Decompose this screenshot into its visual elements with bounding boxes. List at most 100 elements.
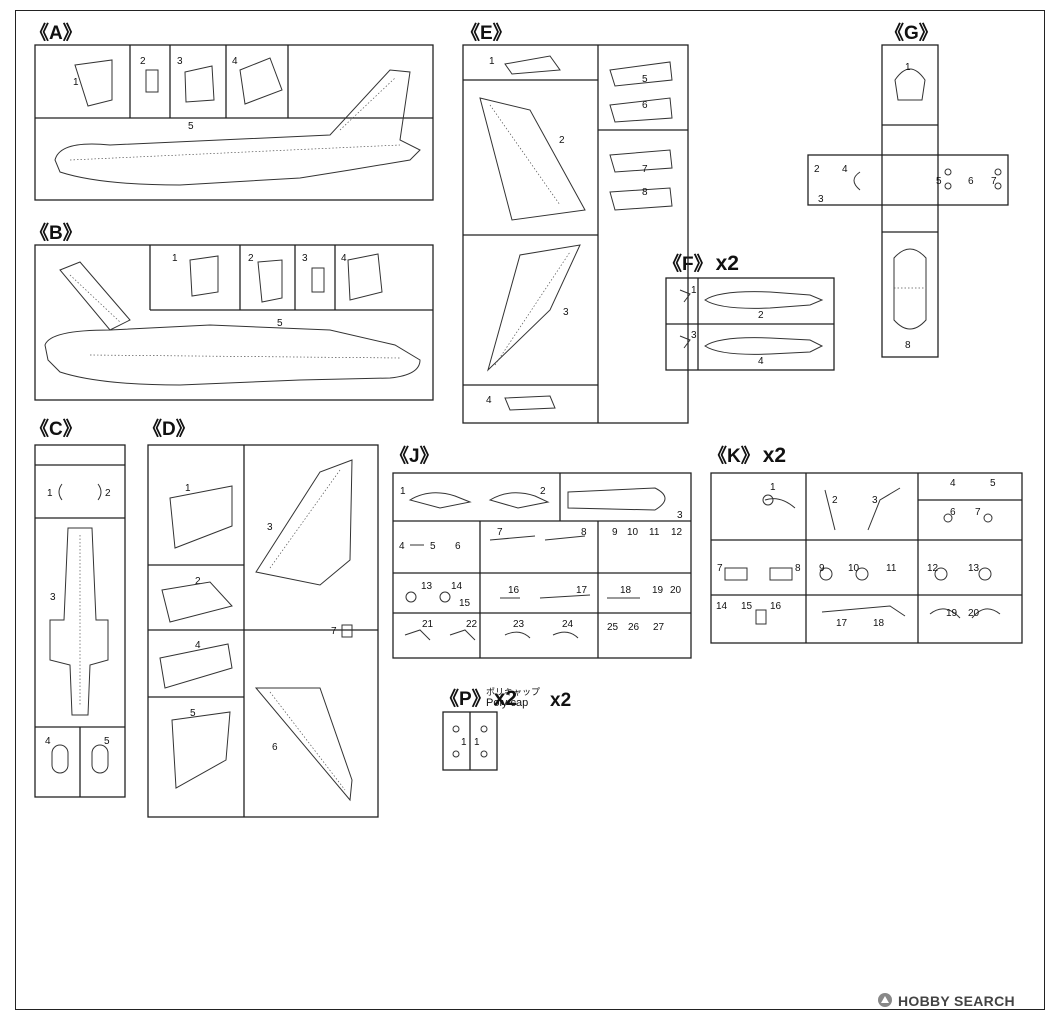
part-b-5: 5 — [277, 318, 283, 329]
part-b-1: 1 — [172, 253, 178, 264]
part-k-1: 1 — [770, 482, 776, 493]
watermark-brand: HOBBY SEARCH — [898, 993, 1015, 1009]
sprue-k — [710, 472, 1023, 644]
poly-cap-japanese-label: ポリキャップ — [486, 688, 541, 698]
part-g-3: 3 — [818, 194, 824, 205]
part-k-6: 6 — [950, 507, 956, 518]
part-d-6: 6 — [272, 742, 278, 753]
part-a-2: 2 — [140, 56, 146, 67]
part-f-1: 1 — [691, 285, 697, 296]
sprue-a — [34, 44, 434, 201]
sprue-f — [665, 277, 835, 371]
part-b-2: 2 — [248, 253, 254, 264]
part-k-17: 17 — [836, 618, 848, 629]
instruction-sheet-frame — [15, 10, 1045, 1010]
part-d-7: 7 — [331, 626, 337, 637]
sprue-label-a: 《A》 — [30, 23, 82, 44]
sprue-d — [147, 444, 379, 818]
part-k-3: 3 — [872, 495, 878, 506]
part-k-16: 16 — [770, 601, 782, 612]
part-p-1a: 1 — [461, 737, 467, 748]
sprue-label-c: 《C》 — [30, 419, 82, 440]
part-j-4: 4 — [399, 541, 405, 552]
part-d-4: 4 — [195, 640, 201, 651]
part-j-24: 24 — [562, 619, 574, 630]
part-j-23: 23 — [513, 619, 525, 630]
part-c-5: 5 — [104, 736, 110, 747]
sprue-label-j: 《J》 — [390, 446, 439, 467]
sprue-j — [392, 472, 692, 659]
part-e-8: 8 — [642, 187, 648, 198]
part-k-20: 20 — [968, 608, 980, 619]
part-c-3: 3 — [50, 592, 56, 603]
part-j-25: 25 — [607, 622, 619, 633]
part-g-2: 2 — [814, 164, 820, 175]
part-g-7: 7 — [991, 176, 997, 187]
part-k-9: 9 — [819, 563, 825, 574]
part-j-1: 1 — [400, 486, 406, 497]
part-j-6: 6 — [455, 541, 461, 552]
sprue-label-k: 《K》x2 — [708, 444, 787, 467]
sprue-p — [442, 711, 498, 771]
part-g-1: 1 — [905, 62, 911, 73]
part-k-7b: 7 — [717, 563, 723, 574]
sprue-g — [807, 44, 1009, 358]
part-j-26: 26 — [628, 622, 640, 633]
part-k-7: 7 — [975, 507, 981, 518]
part-k-5: 5 — [990, 478, 996, 489]
part-e-3: 3 — [563, 307, 569, 318]
part-g-5: 5 — [936, 176, 942, 187]
sprue-label-d: 《D》 — [143, 419, 195, 440]
sprue-label-b: 《B》 — [30, 223, 82, 244]
part-j-12: 12 — [671, 527, 683, 538]
part-g-8: 8 — [905, 340, 911, 351]
part-d-2: 2 — [195, 576, 201, 587]
part-k-19: 19 — [946, 608, 958, 619]
part-k-8: 8 — [795, 563, 801, 574]
part-e-7: 7 — [642, 164, 648, 175]
part-k-2: 2 — [832, 495, 838, 506]
part-g-6: 6 — [968, 176, 974, 187]
part-d-3: 3 — [267, 522, 273, 533]
part-j-9: 9 — [612, 527, 618, 538]
part-k-4: 4 — [950, 478, 956, 489]
part-k-11: 11 — [886, 563, 897, 574]
part-e-1: 1 — [489, 56, 495, 67]
part-p-1b: 1 — [474, 737, 480, 748]
part-a-1: 1 — [73, 77, 79, 88]
part-e-2: 2 — [559, 135, 565, 146]
part-e-5: 5 — [642, 74, 648, 85]
part-c-1: 1 — [47, 488, 53, 499]
part-k-15: 15 — [741, 601, 753, 612]
part-c-2: 2 — [105, 488, 111, 499]
part-j-7: 7 — [497, 527, 503, 538]
part-j-3: 3 — [677, 510, 683, 521]
part-j-8: 8 — [581, 527, 587, 538]
part-a-4: 4 — [232, 56, 238, 67]
part-j-22: 22 — [466, 619, 478, 630]
part-j-11: 11 — [649, 527, 660, 538]
part-d-5: 5 — [190, 708, 196, 719]
part-j-5: 5 — [430, 541, 436, 552]
part-d-1: 1 — [185, 483, 191, 494]
poly-cap-english-label: Poly cap — [486, 697, 529, 709]
part-b-4: 4 — [341, 253, 347, 264]
part-numbers: 1 2 3 4 5 1 2 3 4 5 1 2 3 4 5 1 2 3 4 5 … — [45, 56, 997, 753]
part-j-13: 13 — [421, 581, 433, 592]
part-k-18: 18 — [873, 618, 885, 629]
part-k-14: 14 — [716, 601, 728, 612]
part-f-2: 2 — [758, 310, 764, 321]
sprue-b — [34, 244, 434, 401]
part-j-21: 21 — [422, 619, 434, 630]
part-f-3: 3 — [691, 330, 697, 341]
sprue-label-g: 《G》 — [885, 23, 938, 44]
part-a-5: 5 — [188, 121, 194, 132]
part-b-3: 3 — [302, 253, 308, 264]
part-j-2: 2 — [540, 486, 546, 497]
sprue-c — [34, 444, 126, 798]
sprue-e — [462, 44, 689, 424]
part-j-19: 19 — [652, 585, 664, 596]
part-a-3: 3 — [177, 56, 183, 67]
part-k-12: 12 — [927, 563, 939, 574]
